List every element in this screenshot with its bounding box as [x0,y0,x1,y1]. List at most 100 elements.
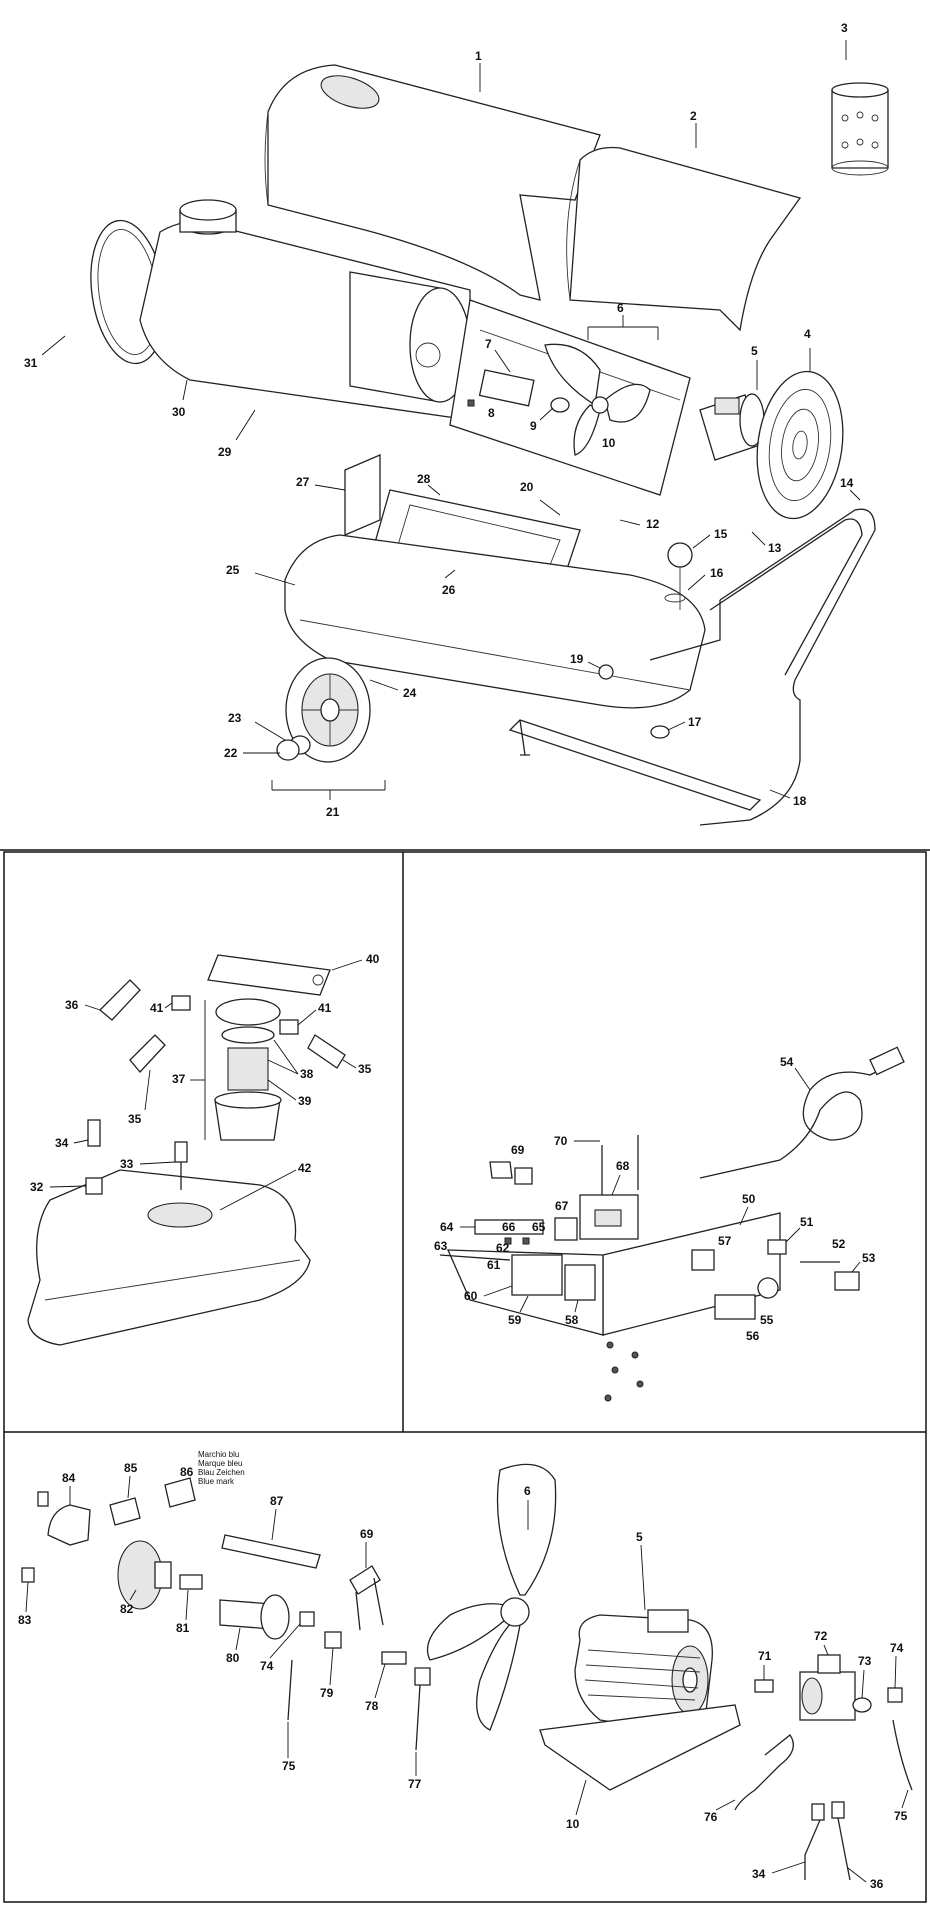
label-17: 17 [688,715,702,729]
lower-panels-frame [0,849,930,1903]
part-17-fitting [650,725,670,739]
part-35-elbow-left [129,1034,166,1073]
label-80: 80 [226,1651,240,1665]
label-69: 69 [511,1143,525,1157]
blue-mark-line-3: Blau Zeichen [198,1468,245,1477]
burner-labels: 84 85 86 Marchio blu Marque bleu Blau Ze… [18,1450,909,1891]
part-87-bracket [221,1534,321,1569]
part-27-side-panel [344,454,381,536]
label-28: 28 [417,472,431,486]
label-52: 52 [832,1237,846,1251]
part-74-fitting [299,1611,315,1627]
label-36b: 36 [870,1877,884,1891]
part-23-washer [276,739,300,761]
part-38-o-ring [221,1026,275,1044]
part-9-grommet [550,397,570,413]
label-56: 56 [746,1329,760,1343]
label-32: 32 [30,1180,44,1194]
part-5-motor-detail [574,1609,713,1729]
label-14: 14 [840,476,854,490]
part-75-hose-right [892,1719,913,1791]
label-66: 66 [502,1220,516,1234]
part-2-rear-cover [566,146,802,332]
label-5: 5 [751,344,758,358]
label-87: 87 [270,1494,284,1508]
label-79: 79 [320,1686,334,1700]
label-8: 8 [488,406,495,420]
part-7-plate [478,369,535,407]
part-35-elbow-right [307,1034,346,1069]
label-59: 59 [508,1313,522,1327]
part-40-bracket [207,954,331,996]
electrical-labels: 54 70 69 68 66 65 67 64 62 63 61 60 59 5… [434,1055,876,1343]
label-10: 10 [602,436,616,450]
part-41-nipple-right [279,1019,299,1035]
label-23: 23 [228,711,242,725]
label-34b: 34 [752,1867,766,1881]
label-64: 64 [440,1220,454,1234]
label-42: 42 [298,1161,312,1175]
label-73: 73 [858,1654,872,1668]
burner-panel [21,1463,913,1881]
part-66-washer [504,1237,512,1245]
label-83: 83 [18,1613,32,1627]
part-77-photocell [414,1667,431,1686]
part-69-lug-a [489,1161,513,1179]
label-20: 20 [520,480,534,494]
label-35a: 35 [358,1062,372,1076]
label-6b: 6 [524,1484,531,1498]
label-58: 58 [565,1313,579,1327]
part-86-electrode [164,1477,196,1508]
axle-bracket [519,719,530,756]
label-57: 57 [718,1234,732,1248]
label-82: 82 [120,1602,134,1616]
part-6-fan [544,343,651,456]
label-21: 21 [326,805,340,819]
part-51-gland [767,1239,787,1255]
label-22: 22 [224,746,238,760]
part-19-fitting [598,664,614,680]
label-37: 37 [172,1072,186,1086]
label-33: 33 [120,1157,134,1171]
part-83-nut [21,1567,35,1583]
label-27: 27 [296,475,310,489]
label-81: 81 [176,1621,190,1635]
part-56-thermostat [714,1294,756,1320]
part-63-rod [439,1254,511,1261]
part-5-motor [699,393,765,461]
label-76: 76 [704,1810,718,1824]
label-78: 78 [365,1699,379,1713]
part-42-tank [27,1169,311,1346]
label-29: 29 [218,445,232,459]
fan-housing-drum [349,271,471,403]
label-51: 51 [800,1215,814,1229]
label-71: 71 [758,1649,772,1663]
label-65: 65 [532,1220,546,1234]
label-84: 84 [62,1471,76,1485]
label-18: 18 [793,794,807,808]
part-4-fan-guard [756,370,844,520]
label-4: 4 [804,327,811,341]
label-7: 7 [485,337,492,351]
part-65-screw [522,1237,530,1245]
label-36: 36 [65,998,79,1012]
part-18-handle-frame [508,508,876,826]
fuel-filter-panel [27,954,346,1346]
label-72: 72 [814,1629,828,1643]
label-86: 86 [180,1465,194,1479]
part-78-connector [381,1651,407,1665]
part-34-hose [804,1819,821,1880]
label-63: 63 [434,1239,448,1253]
part-81-nozzle [179,1574,203,1590]
label-70: 70 [554,1134,568,1148]
label-53: 53 [862,1251,876,1265]
part-24-wheel [285,657,371,763]
main-assembly [90,64,889,826]
label-16: 16 [710,566,724,580]
part-79-connector [324,1631,342,1649]
part-15-fuel-cap [664,542,693,610]
part-71-nipple [754,1679,774,1693]
part-73-fitting [852,1697,872,1713]
label-41a: 41 [150,1001,164,1015]
